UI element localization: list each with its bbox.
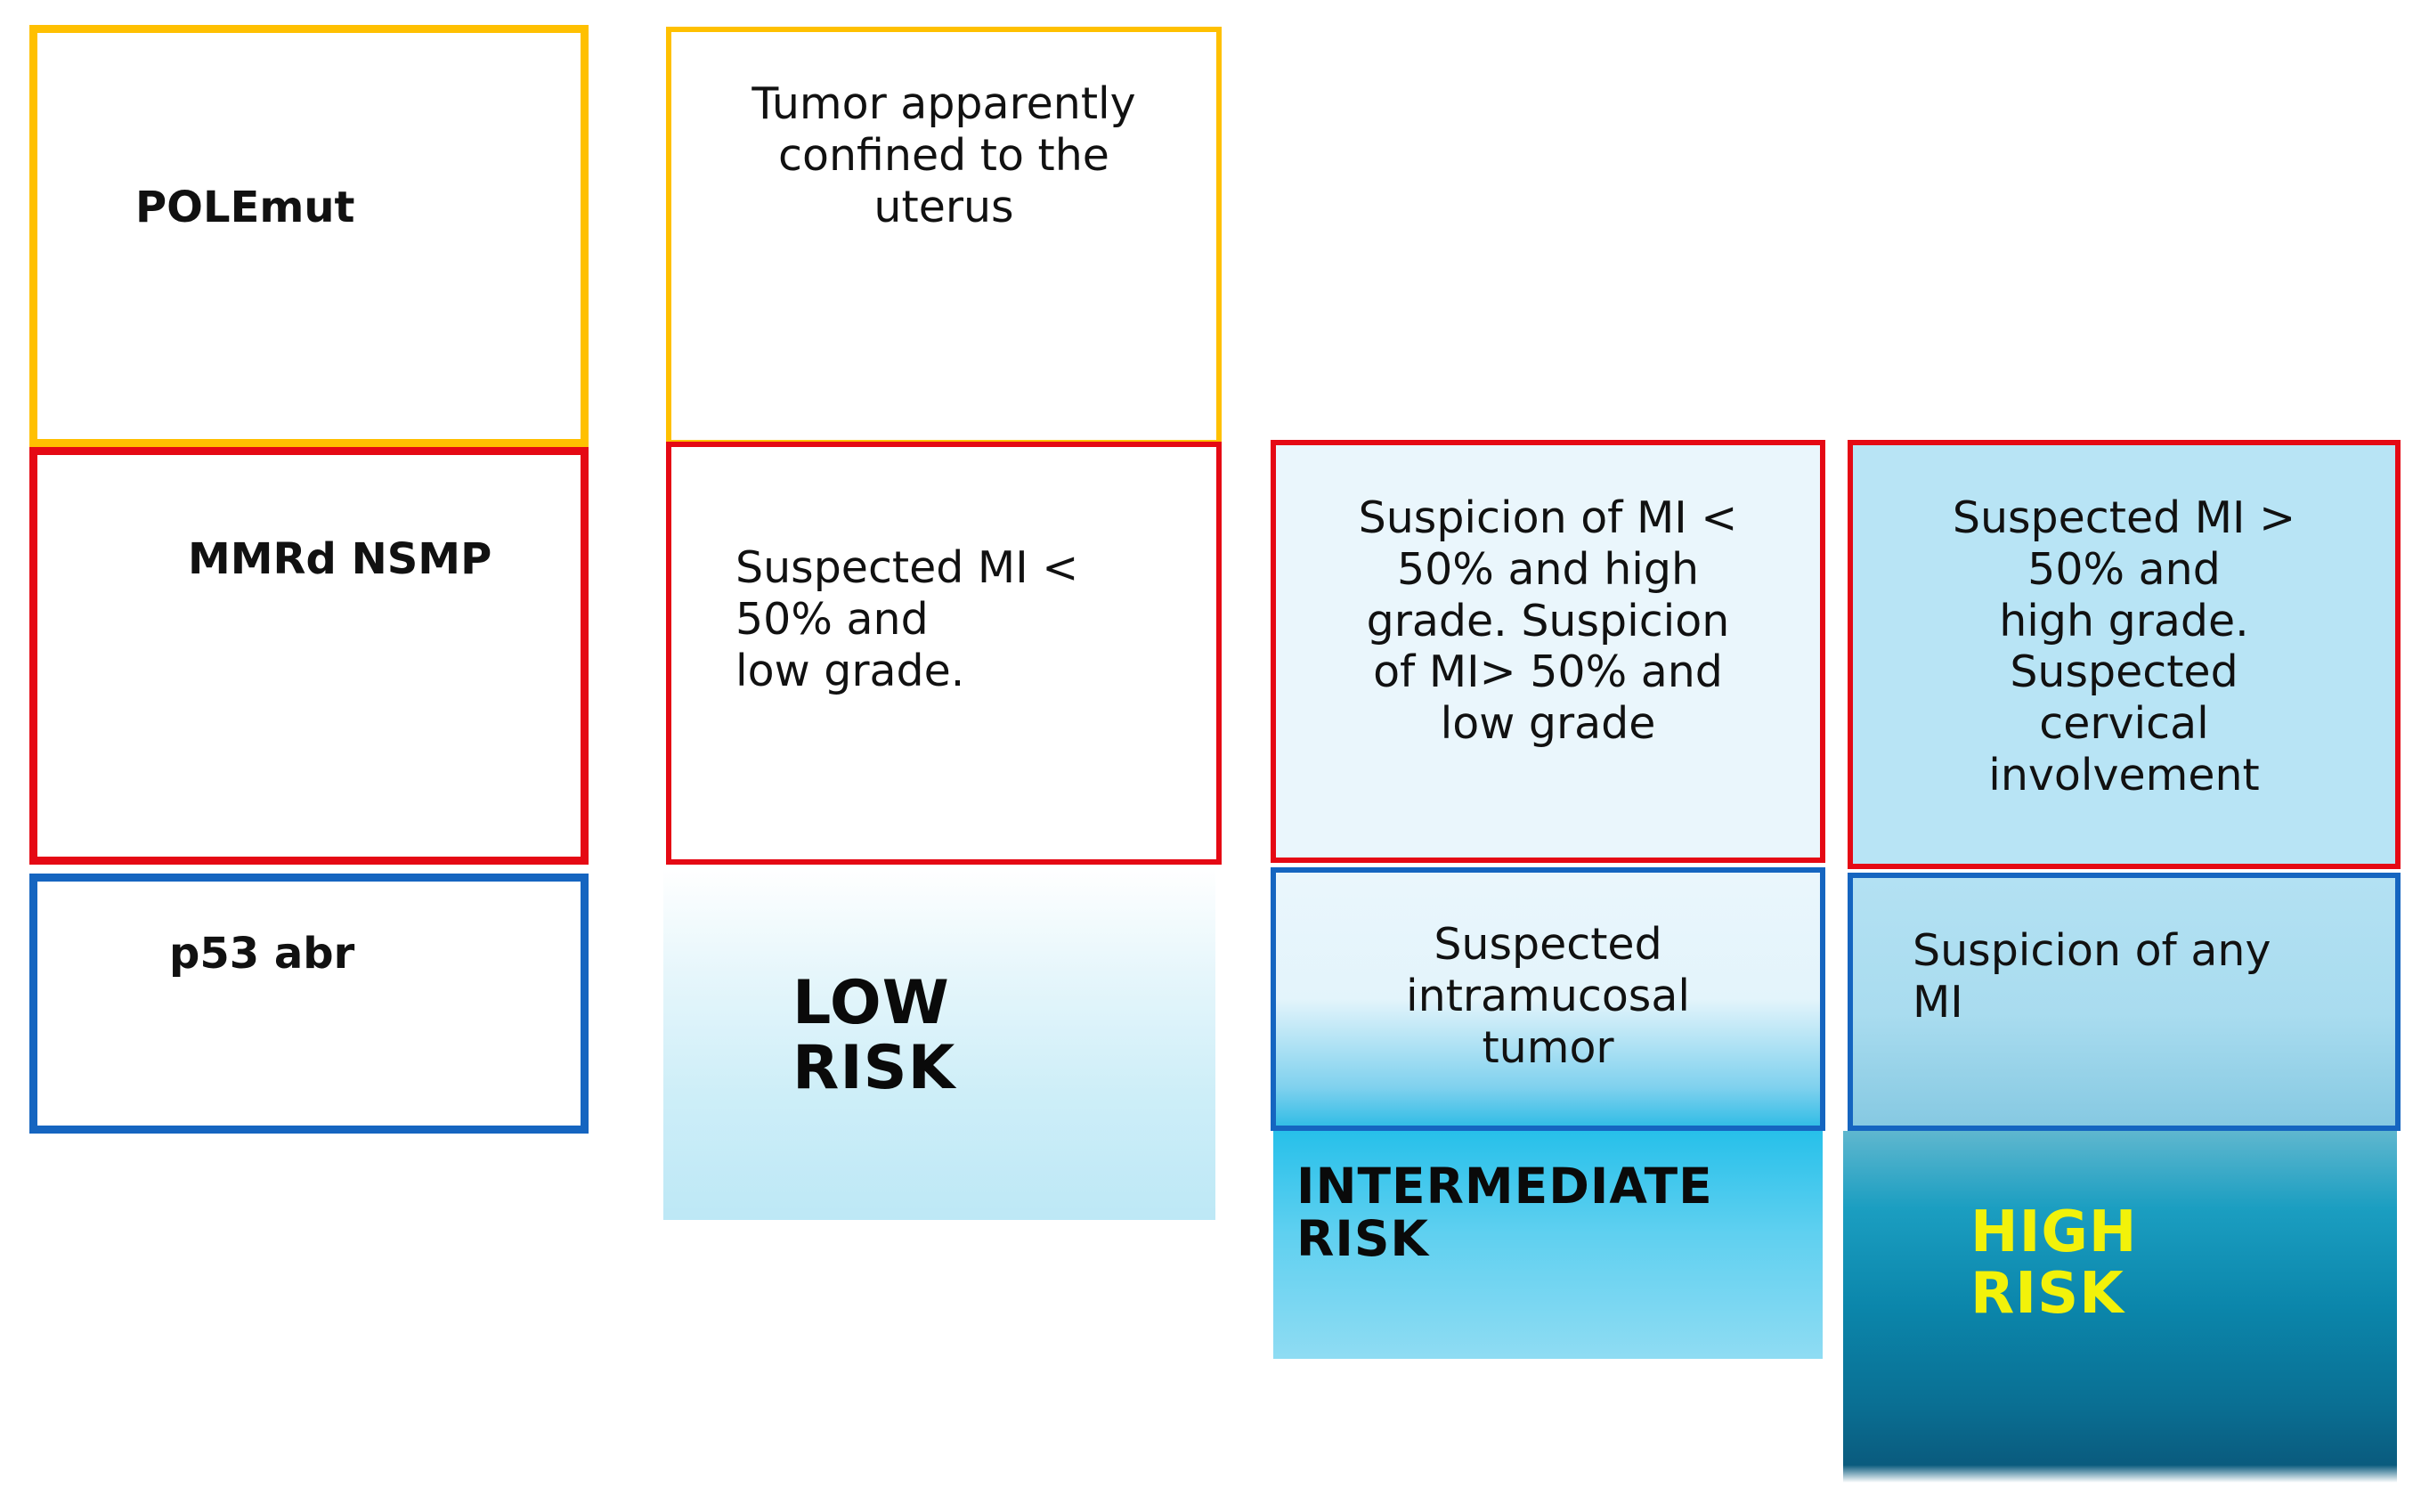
p53-row-label: p53 abr (169, 929, 355, 979)
intermediate-p53-box (1271, 867, 1825, 1131)
high-mmrd-box (1848, 440, 2401, 869)
low-mmrd-box (666, 442, 1222, 865)
high-risk-label: HIGH RISK (1970, 1199, 2138, 1328)
pole-row-label: POLEmut (135, 183, 355, 232)
low-risk-gradient (663, 868, 1215, 1220)
intermediate-p53-text: Suspected intramucosal tumor (1406, 919, 1690, 1073)
high-risk-band (1843, 1131, 2397, 1483)
intermediate-mmrd-text: Suspicion of MI < 50% and high grade. Su… (1358, 492, 1738, 750)
mmrd-row-label: MMRd NSMP (188, 534, 492, 584)
low-mmrd-text: Suspected MI < 50% and low grade. (735, 542, 1079, 696)
intermediate-risk-label: INTERMEDIATE RISK (1296, 1158, 1713, 1268)
pole-row-box (29, 25, 589, 447)
mmrd-row-box (29, 447, 589, 865)
high-p53-box (1848, 873, 2401, 1131)
high-p53-text: Suspicion of any MI (1913, 925, 2271, 1028)
low-pole-box (666, 27, 1222, 445)
low-pole-text: Tumor apparently confined to the uterus (751, 78, 1136, 232)
low-risk-label: LOW RISK (792, 968, 956, 1104)
intermediate-risk-band (1273, 1131, 1823, 1359)
high-mmrd-text: Suspected MI > 50% and high grade. Suspe… (1952, 492, 2296, 801)
p53-row-box (29, 874, 589, 1134)
intermediate-mmrd-box (1271, 440, 1825, 863)
